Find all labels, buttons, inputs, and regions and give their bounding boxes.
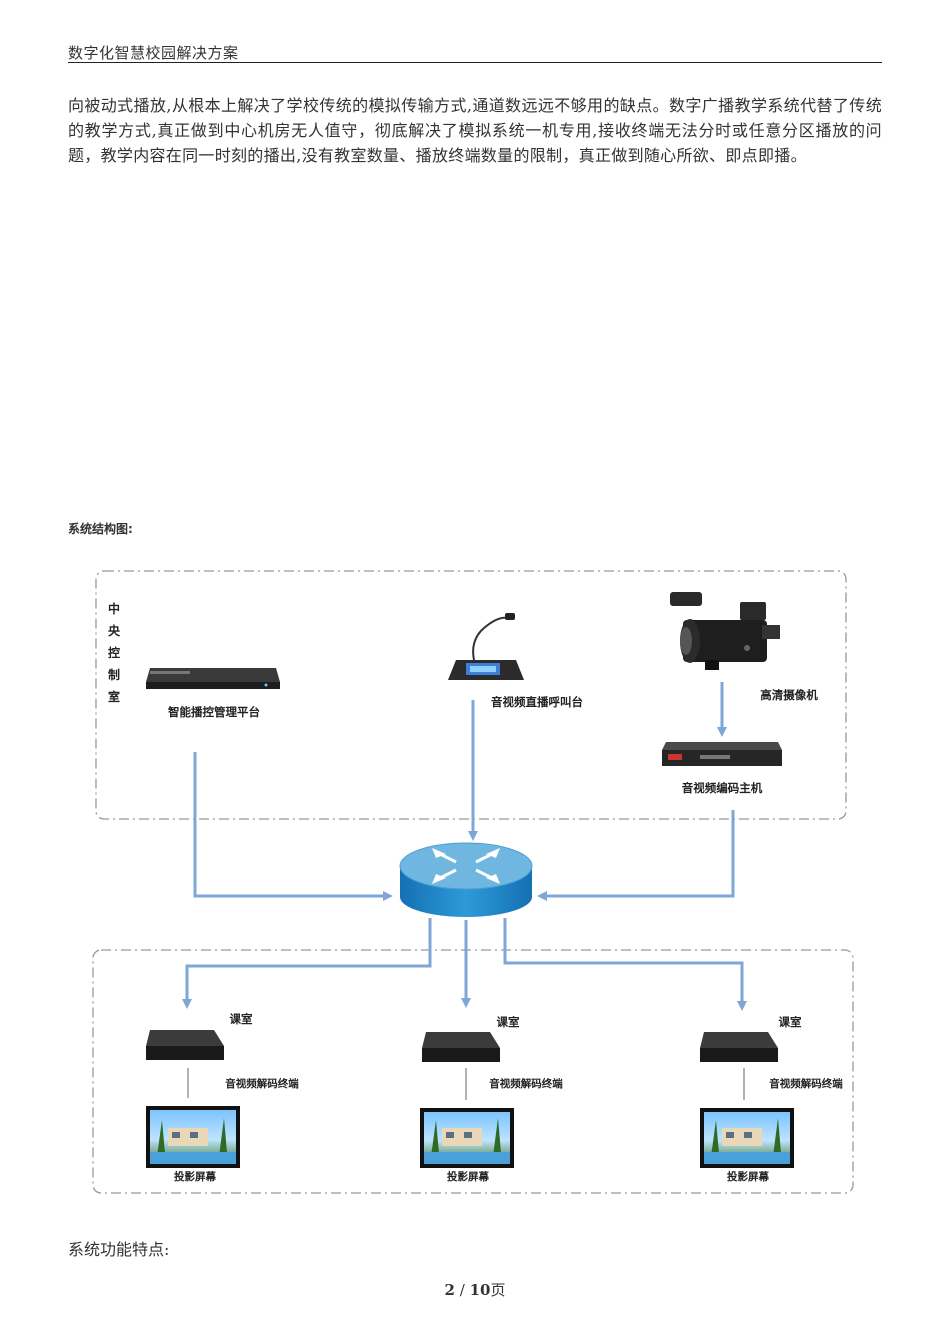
page-current: 2 [444, 1281, 455, 1299]
control-room-label: 中 央 控 制 室 [108, 601, 121, 704]
server-to-router-arrow [193, 752, 393, 901]
page-number: 2 / 10页 [0, 1279, 950, 1300]
classroom-label: 课室 [497, 1015, 520, 1029]
classroom-box [92, 949, 854, 1194]
page-separator: / [454, 1281, 470, 1299]
encoder-host-icon [662, 742, 782, 766]
control-room-char: 控 [108, 645, 120, 660]
projection-screen-icon [420, 1108, 514, 1168]
control-room-char: 室 [108, 689, 120, 704]
decoder-label: 音视频解码终端 [769, 1077, 843, 1090]
intercom-label: 音视频直播呼叫台 [491, 695, 583, 709]
control-room-char: 央 [108, 623, 121, 638]
decoder-label: 音视频解码终端 [489, 1077, 563, 1090]
projection-screen-icon [146, 1106, 240, 1168]
router-to-classroom-1-arrow [182, 918, 432, 1009]
classroom-label: 课室 [230, 1012, 253, 1026]
screen-label: 投影屏幕 [727, 1170, 769, 1183]
intercom-console-icon [448, 613, 524, 680]
encoder-to-router-arrow [537, 810, 735, 901]
control-room-char: 制 [108, 667, 120, 682]
encoder-label: 音视频编码主机 [682, 781, 763, 795]
screen-label: 投影屏幕 [447, 1170, 489, 1183]
projection-screen-icon [700, 1108, 794, 1168]
classroom-3: 课室 音视频解码终端 投影屏幕 [700, 1015, 843, 1183]
diagram-caption: 系统结构图: [68, 522, 133, 536]
camera-label: 高清摄像机 [760, 688, 818, 702]
decoder-terminal-icon [700, 1032, 778, 1062]
router-to-classroom-3-arrow [503, 918, 747, 1011]
classroom-2: 课室 音视频解码终端 投影屏幕 [420, 1015, 563, 1183]
server-icon [146, 668, 280, 689]
classroom-1: 课室 音视频解码终端 投影屏幕 [146, 1012, 299, 1183]
header-title: 数字化智慧校园解决方案 [68, 44, 239, 62]
router-icon [399, 842, 533, 917]
screen-label: 投影屏幕 [174, 1170, 216, 1183]
classroom-label: 课室 [779, 1015, 802, 1029]
camera-icon [670, 592, 780, 670]
server-label: 智能播控管理平台 [168, 705, 260, 719]
decoder-terminal-icon [146, 1030, 224, 1060]
body-paragraph: 向被动式播放,从根本上解决了学校传统的模拟传输方式,通道数远远不够用的缺点。数字… [68, 96, 882, 165]
control-room-char: 中 [108, 601, 120, 616]
page-header: 数字化智慧校园解决方案 [68, 42, 882, 63]
control-room-box [95, 570, 847, 820]
decoder-terminal-icon [422, 1032, 500, 1062]
page-suffix: 页 [490, 1281, 506, 1299]
features-heading: 系统功能特点: [68, 1240, 170, 1259]
page-total: 10 [469, 1281, 491, 1299]
decoder-label: 音视频解码终端 [225, 1077, 299, 1090]
